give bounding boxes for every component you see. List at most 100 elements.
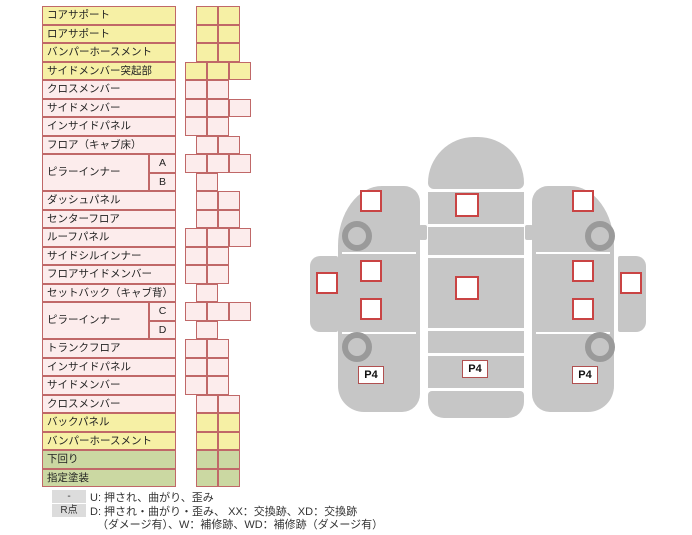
damage-cell[interactable]	[207, 80, 229, 99]
damage-cell[interactable]	[196, 172, 218, 191]
damage-cell[interactable]	[185, 61, 207, 80]
damage-cell[interactable]	[207, 228, 229, 247]
part-label: コアサポート	[42, 6, 176, 25]
damage-cell[interactable]	[229, 154, 251, 173]
part-label: バンパーホースメント	[42, 431, 176, 450]
damage-cell[interactable]	[185, 98, 207, 117]
damage-cell[interactable]	[185, 302, 207, 321]
damage-cell[interactable]	[207, 154, 229, 173]
damage-cell[interactable]	[207, 357, 229, 376]
damage-cell[interactable]	[207, 246, 229, 265]
damage-cell[interactable]	[229, 61, 251, 80]
damage-cell[interactable]	[185, 154, 207, 173]
damage-marker-box[interactable]	[620, 272, 642, 294]
damage-marker-box[interactable]	[316, 272, 338, 294]
part-label: サイドメンバー	[42, 376, 176, 395]
damage-cell[interactable]	[218, 24, 240, 43]
damage-cell[interactable]	[196, 191, 218, 210]
damage-cell[interactable]	[207, 61, 229, 80]
legend-badge-rten: R点	[52, 504, 86, 517]
car-segment	[428, 331, 524, 353]
damage-cell[interactable]	[218, 209, 240, 228]
damage-cell[interactable]	[218, 468, 240, 487]
damage-marker-box[interactable]	[572, 260, 594, 282]
damage-cell[interactable]	[218, 450, 240, 469]
damage-cell[interactable]	[218, 394, 240, 413]
damage-cell[interactable]	[185, 80, 207, 99]
damage-cell[interactable]	[218, 191, 240, 210]
damage-cell[interactable]	[185, 357, 207, 376]
car-segment-windshield	[428, 227, 524, 255]
part-label: サイドメンバー	[42, 98, 176, 117]
damage-cell[interactable]	[218, 6, 240, 25]
part-label: フロアサイドメンバー	[42, 265, 176, 284]
damage-cell[interactable]	[229, 302, 251, 321]
part-label: バックパネル	[42, 413, 176, 432]
legend-text-damage: （ダメージ有）、W：補修跡、WD：補修跡（ダメージ有）	[97, 519, 384, 531]
damage-marker-box[interactable]	[455, 276, 479, 300]
damage-cell[interactable]	[196, 394, 218, 413]
damage-cell[interactable]	[185, 228, 207, 247]
damage-cell[interactable]	[207, 265, 229, 284]
part-label: クロスメンバー	[42, 80, 176, 99]
part-label: トランクフロア	[42, 339, 176, 358]
damage-cell[interactable]	[196, 24, 218, 43]
damage-cell[interactable]	[207, 302, 229, 321]
damage-cell[interactable]	[218, 413, 240, 432]
part-label: ロアサポート	[42, 24, 176, 43]
damage-marker-box[interactable]	[572, 298, 594, 320]
damage-cell[interactable]	[196, 6, 218, 25]
damage-cell[interactable]	[196, 468, 218, 487]
part-label: サイドメンバー突起部	[42, 61, 176, 80]
part-label: ピラーインナー	[42, 154, 149, 191]
part-label: バンパーホースメント	[42, 43, 176, 62]
car-segment-tail	[428, 391, 524, 418]
part-label: センターフロア	[42, 209, 176, 228]
damage-cell[interactable]	[229, 228, 251, 247]
right-car-fender-panel	[618, 256, 646, 332]
part-label: サイドシルインナー	[42, 246, 176, 265]
damage-cell[interactable]	[207, 376, 229, 395]
panel-seam	[536, 332, 610, 334]
legend-text-u: U: 押され、曲がり、歪み	[90, 492, 214, 504]
damage-marker-box[interactable]	[572, 190, 594, 212]
pillar-sub-label: C	[149, 302, 176, 321]
damage-cell[interactable]	[218, 43, 240, 62]
damage-cell[interactable]	[218, 135, 240, 154]
damage-cell[interactable]	[207, 98, 229, 117]
damage-cell[interactable]	[196, 320, 218, 339]
damage-marker-box[interactable]	[360, 190, 382, 212]
part-label: ピラーインナー	[42, 302, 149, 339]
damage-cell[interactable]	[196, 283, 218, 302]
damage-cell[interactable]	[196, 431, 218, 450]
damage-cell[interactable]	[218, 431, 240, 450]
damage-cell[interactable]	[185, 376, 207, 395]
damage-cell[interactable]	[185, 246, 207, 265]
part-label: クロスメンバー	[42, 394, 176, 413]
left-car-fender-panel	[310, 256, 338, 332]
damage-marker-box[interactable]	[360, 260, 382, 282]
damage-marker-box[interactable]	[455, 193, 479, 217]
damage-cell[interactable]	[196, 43, 218, 62]
panel-seam	[536, 252, 610, 254]
damage-cell[interactable]	[185, 117, 207, 136]
side-mirror-left-icon	[419, 225, 427, 240]
damage-cell[interactable]	[196, 413, 218, 432]
pillar-sub-label: D	[149, 320, 176, 339]
damage-cell[interactable]	[185, 265, 207, 284]
damage-marker-box[interactable]	[360, 298, 382, 320]
damage-cell[interactable]	[185, 339, 207, 358]
part-label: ルーフパネル	[42, 228, 176, 247]
damage-cell[interactable]	[196, 450, 218, 469]
damage-cell[interactable]	[229, 98, 251, 117]
legend-text-d: D: 押され・曲がり・歪み、 XX：交換跡、XD：交換跡	[90, 506, 358, 518]
damage-cell[interactable]	[196, 135, 218, 154]
part-label: フロア（キャブ床）	[42, 135, 176, 154]
part-label: インサイドパネル	[42, 357, 176, 376]
part-label: ダッシュパネル	[42, 191, 176, 210]
damage-cell[interactable]	[196, 209, 218, 228]
damage-cell[interactable]	[207, 117, 229, 136]
damage-cell[interactable]	[207, 339, 229, 358]
